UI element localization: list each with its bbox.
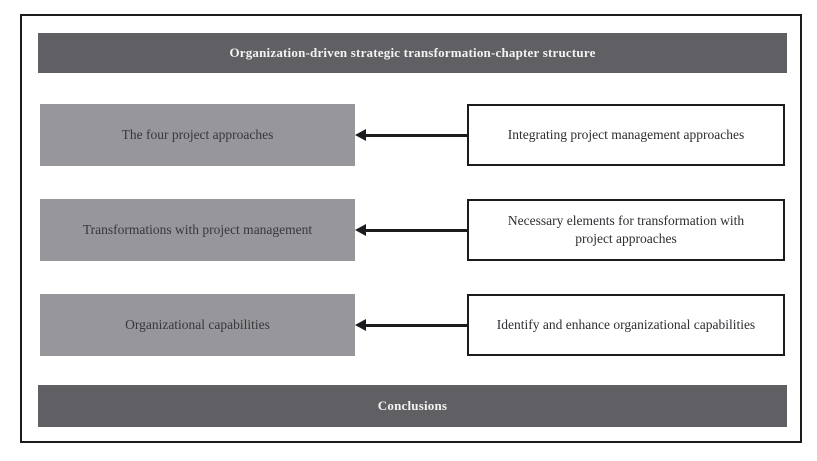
arrow-line xyxy=(364,229,467,232)
arrow-line xyxy=(364,324,467,327)
diagram-conclusions-bar: Conclusions xyxy=(38,385,787,427)
detail-box-necessary-elements: Necessary elements for transformation wi… xyxy=(467,199,785,261)
chapter-box-four-project-approaches: The four project approaches xyxy=(40,104,355,166)
arrow-left-icon xyxy=(355,319,366,331)
diagram-title-bar: Organization-driven strategic transforma… xyxy=(38,33,787,73)
detail-box-integrating-approaches: Integrating project management approache… xyxy=(467,104,785,166)
arrow-left-icon xyxy=(355,224,366,236)
chapter-box-organizational-capabilities: Organizational capabilities xyxy=(40,294,355,356)
detail-box-identify-enhance-capabilities: Identify and enhance organizational capa… xyxy=(467,294,785,356)
arrow-line xyxy=(364,134,467,137)
chapter-box-transformations-project-management: Transformations with project management xyxy=(40,199,355,261)
arrow-left-icon xyxy=(355,129,366,141)
